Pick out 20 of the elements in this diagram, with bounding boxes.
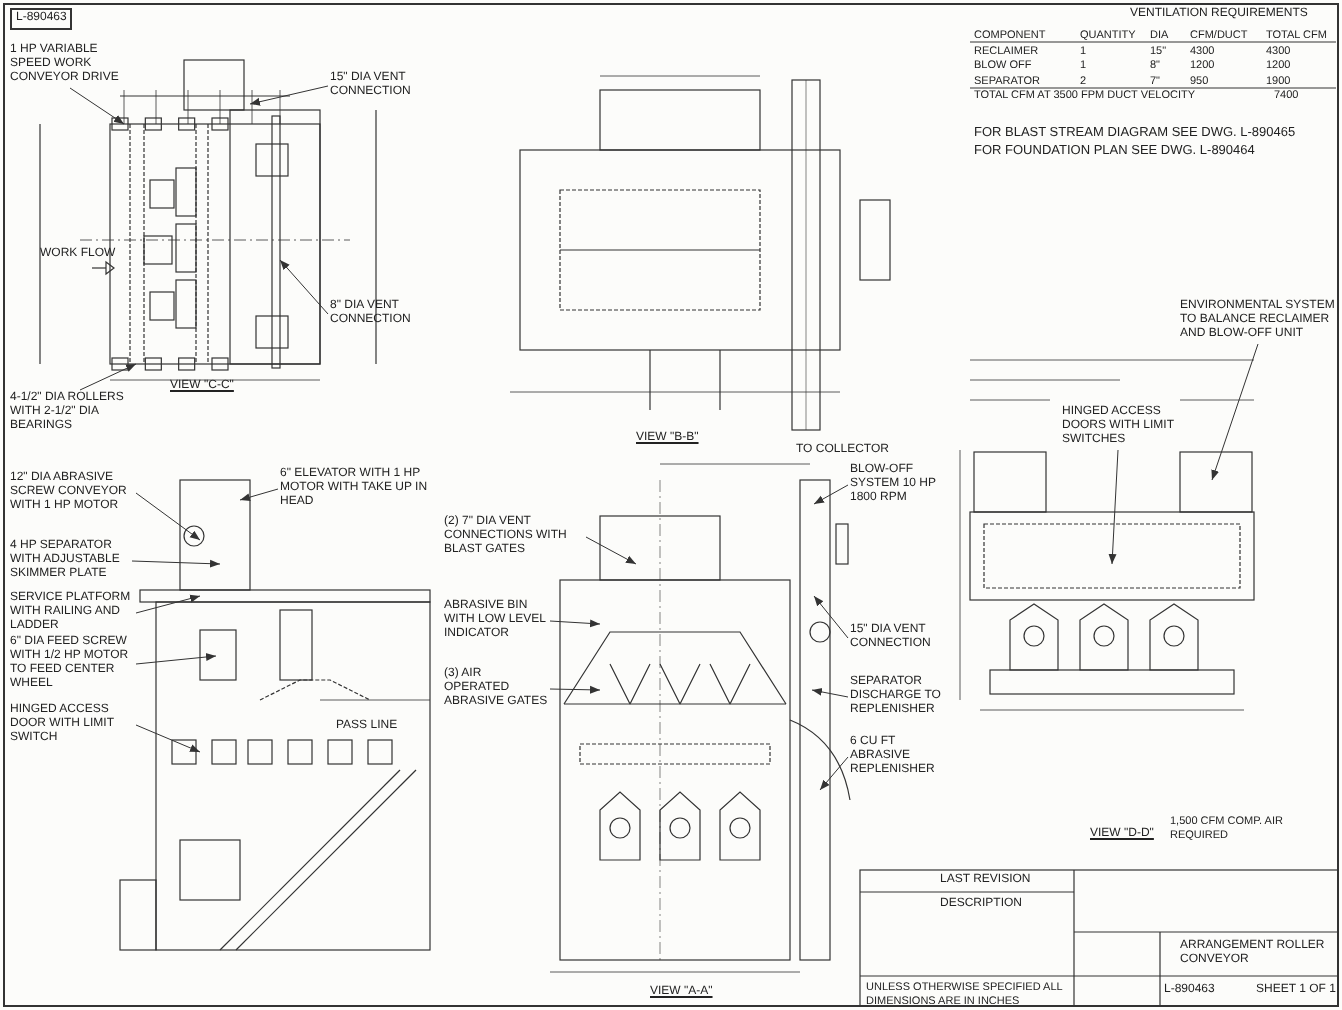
leader-line (135, 653, 217, 665)
leader-line (279, 259, 329, 315)
leader-line (135, 492, 201, 541)
leader-line (811, 688, 849, 698)
leader-line (239, 488, 279, 502)
leader-line (549, 685, 601, 694)
leader-line (249, 85, 329, 106)
leader-line (585, 536, 637, 565)
leader-line (819, 756, 849, 791)
end-view-drawing (969, 451, 1255, 711)
leader-line (79, 363, 137, 391)
leader-line (135, 594, 201, 614)
leader-line (135, 724, 201, 753)
leader-line (131, 559, 221, 568)
leader-line (1108, 449, 1119, 565)
leader-line (549, 619, 601, 628)
leader-line (1211, 343, 1259, 481)
leader-line (813, 484, 849, 505)
leader-line (813, 595, 849, 639)
leader-line (69, 87, 125, 125)
